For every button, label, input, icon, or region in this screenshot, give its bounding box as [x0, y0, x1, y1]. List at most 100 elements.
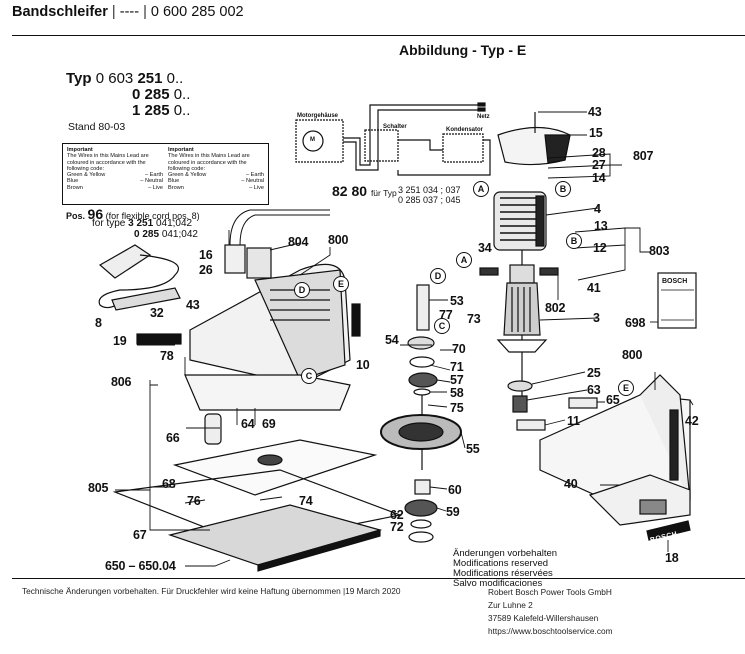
type-suffix: 041;042 — [155, 218, 193, 229]
notice-text: The Wires in this Mains Lead are coloure… — [168, 153, 250, 172]
modification-line: Salvo modificaciones — [453, 578, 543, 589]
manual-brand-label: BOSCH — [662, 278, 688, 285]
cord-sleeve-32 — [111, 287, 181, 311]
stator-4 — [493, 191, 547, 251]
variant: ---- — [119, 4, 140, 20]
type-suffix: 041;042 — [161, 229, 198, 240]
callout-68: 68 — [162, 477, 176, 491]
callout-28: 28 — [592, 146, 606, 160]
type-row: 1 285 0.. — [66, 103, 190, 119]
detail-marker-c: C — [434, 318, 450, 334]
pinion — [512, 395, 528, 413]
callout-14: 14 — [592, 171, 606, 185]
callout-41: 41 — [587, 281, 601, 295]
callout-62: 62 — [390, 508, 404, 522]
callout-72: 72 — [390, 520, 404, 534]
part-numbers: 82 80 — [332, 183, 368, 199]
notice-title: Important — [67, 147, 93, 153]
company-name: Robert Bosch Power Tools GmbH — [488, 587, 612, 597]
mains-terminal — [477, 107, 486, 112]
callout-4: 4 — [594, 202, 601, 216]
callout-806: 806 — [111, 375, 132, 389]
brush-63 — [568, 397, 598, 409]
city: 37589 Kalefeld-Willershausen — [488, 613, 599, 623]
buffer-66 — [204, 413, 222, 445]
callout-69: 69 — [262, 417, 276, 431]
switch-804 — [246, 247, 272, 279]
figure-title: Abbildung - Typ - E — [399, 42, 527, 58]
type-code: 3 251 — [128, 218, 154, 229]
callout-71: 71 — [450, 360, 464, 374]
callout-12: 12 — [593, 241, 607, 255]
callout-27: 27 — [592, 158, 606, 172]
footer-address: Robert Bosch Power Tools GmbH Zur Luhne … — [488, 586, 613, 638]
capacitor-box — [442, 133, 484, 163]
wiring-notice-box: Important The Wires in this Mains Lead a… — [62, 143, 269, 205]
callout-78: 78 — [160, 349, 174, 363]
wire-meaning: – Neutral — [241, 178, 264, 185]
callout-59: 59 — [446, 505, 460, 519]
callout-800: 800 — [328, 233, 349, 247]
callout-55: 55 — [466, 442, 480, 456]
callout-800: 800 — [622, 348, 643, 362]
callout-60: 60 — [448, 483, 462, 497]
callout-16: 16 — [199, 248, 213, 262]
detail-marker-c: C — [301, 368, 317, 384]
label-10 — [351, 303, 361, 337]
callout-15: 15 — [589, 126, 603, 140]
type-row: 0 285 0.. — [66, 87, 190, 103]
detail-marker-d: D — [294, 282, 310, 298]
callout-650: 650 – 650.04 — [105, 559, 176, 573]
callout-74: 74 — [299, 494, 313, 508]
callout-40: 40 — [564, 477, 578, 491]
callout-53: 53 — [450, 294, 464, 308]
pos-label: Pos. — [66, 211, 86, 221]
callout-76: 76 — [187, 494, 201, 508]
exploded-view-diagram — [98, 102, 697, 572]
callout-803: 803 — [649, 244, 670, 258]
callout-13: 13 — [594, 219, 608, 233]
type-code: 3 251 034 ; 037 — [398, 185, 461, 195]
manual-698 — [657, 272, 697, 329]
wire-color: Brown — [168, 184, 184, 191]
detail-marker-e: E — [618, 380, 634, 396]
power-cord-8 — [98, 244, 181, 311]
wire-color: Blue — [168, 178, 180, 185]
callout-67: 67 — [133, 528, 147, 542]
callout-66: 66 — [166, 431, 180, 445]
wire-meaning: – Neutral — [140, 178, 163, 185]
callout-25: 25 — [587, 366, 601, 380]
callout-54: 54 — [385, 333, 399, 347]
callout-70: 70 — [452, 342, 466, 356]
page-header: Bandschleifer | ---- | 0 600 285 002 — [12, 4, 244, 20]
type-suffix: 0.. — [173, 86, 191, 103]
name-plate-18 — [646, 520, 691, 541]
callout-807: 807 — [633, 149, 654, 163]
notice-title: Important — [168, 147, 194, 153]
stand-date: Stand 80-03 — [68, 121, 126, 133]
wiring-lines — [343, 104, 491, 176]
callout-26: 26 — [199, 263, 213, 277]
switch-box — [364, 129, 399, 162]
bearing-25 — [507, 380, 533, 392]
header-divider — [12, 35, 745, 36]
type-suffix: 0.. — [173, 102, 191, 119]
capacitor-label: Kondensator — [446, 127, 484, 133]
wire-color: Blue — [67, 178, 79, 185]
parts-82-80-note: 82 80 für Typ — [332, 183, 397, 199]
wire-meaning: – Live — [148, 184, 163, 191]
street: Zur Luhne 2 — [488, 600, 533, 610]
type-code: 1 285 — [132, 102, 170, 119]
detail-marker-e: E — [333, 276, 349, 292]
motor-housing-box — [295, 119, 344, 163]
for-type-label: for type — [92, 218, 126, 229]
color-code-row: Green & Yellow– Earth — [168, 172, 264, 178]
modifications-notice: Änderungen vorbehalten Modifications res… — [453, 549, 557, 589]
motor-housing-800 — [189, 263, 351, 386]
callout-43: 43 — [186, 298, 200, 312]
website-link[interactable]: https://www.boschtoolservice.com — [488, 626, 613, 636]
footer-disclaimer: Technische Änderungen vorbehalten. Für D… — [22, 586, 401, 596]
motor-symbol — [302, 130, 324, 152]
product-name: Bandschleifer — [12, 4, 108, 20]
wiring-notice-column: Important The Wires in this Mains Lead a… — [67, 147, 163, 191]
